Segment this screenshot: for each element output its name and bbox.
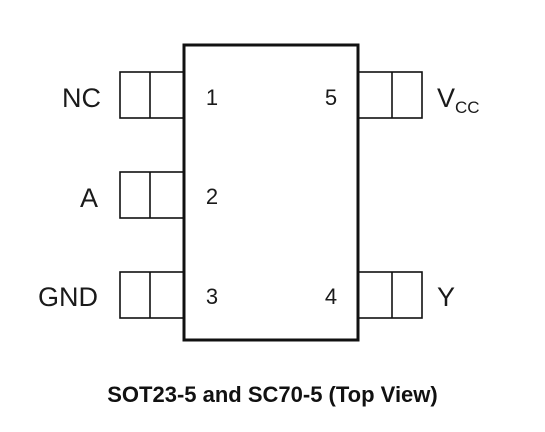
pin-5-name-subscript: CC xyxy=(455,98,480,117)
pin-4-number: 4 xyxy=(325,284,337,309)
pin-5-number: 5 xyxy=(325,85,337,110)
pin-lead-3 xyxy=(119,271,185,319)
pin-2-number: 2 xyxy=(206,184,218,209)
pin-1-name: NC xyxy=(62,83,101,113)
pin-4-name: Y xyxy=(437,282,455,312)
pin-2-name: A xyxy=(80,183,98,213)
package-caption: SOT23-5 and SC70-5 (Top View) xyxy=(107,382,438,407)
pin-1-number: 1 xyxy=(206,85,218,110)
pin-3-number: 3 xyxy=(206,284,218,309)
pin-lead-1 xyxy=(119,71,185,119)
pin-lead-4 xyxy=(357,271,423,319)
pin-3-name: GND xyxy=(38,282,98,312)
pin-lead-2 xyxy=(119,171,185,219)
pin-5-name: VCC xyxy=(437,83,480,117)
pin-lead-5 xyxy=(357,71,423,119)
pin-5-name-main: V xyxy=(437,83,455,113)
